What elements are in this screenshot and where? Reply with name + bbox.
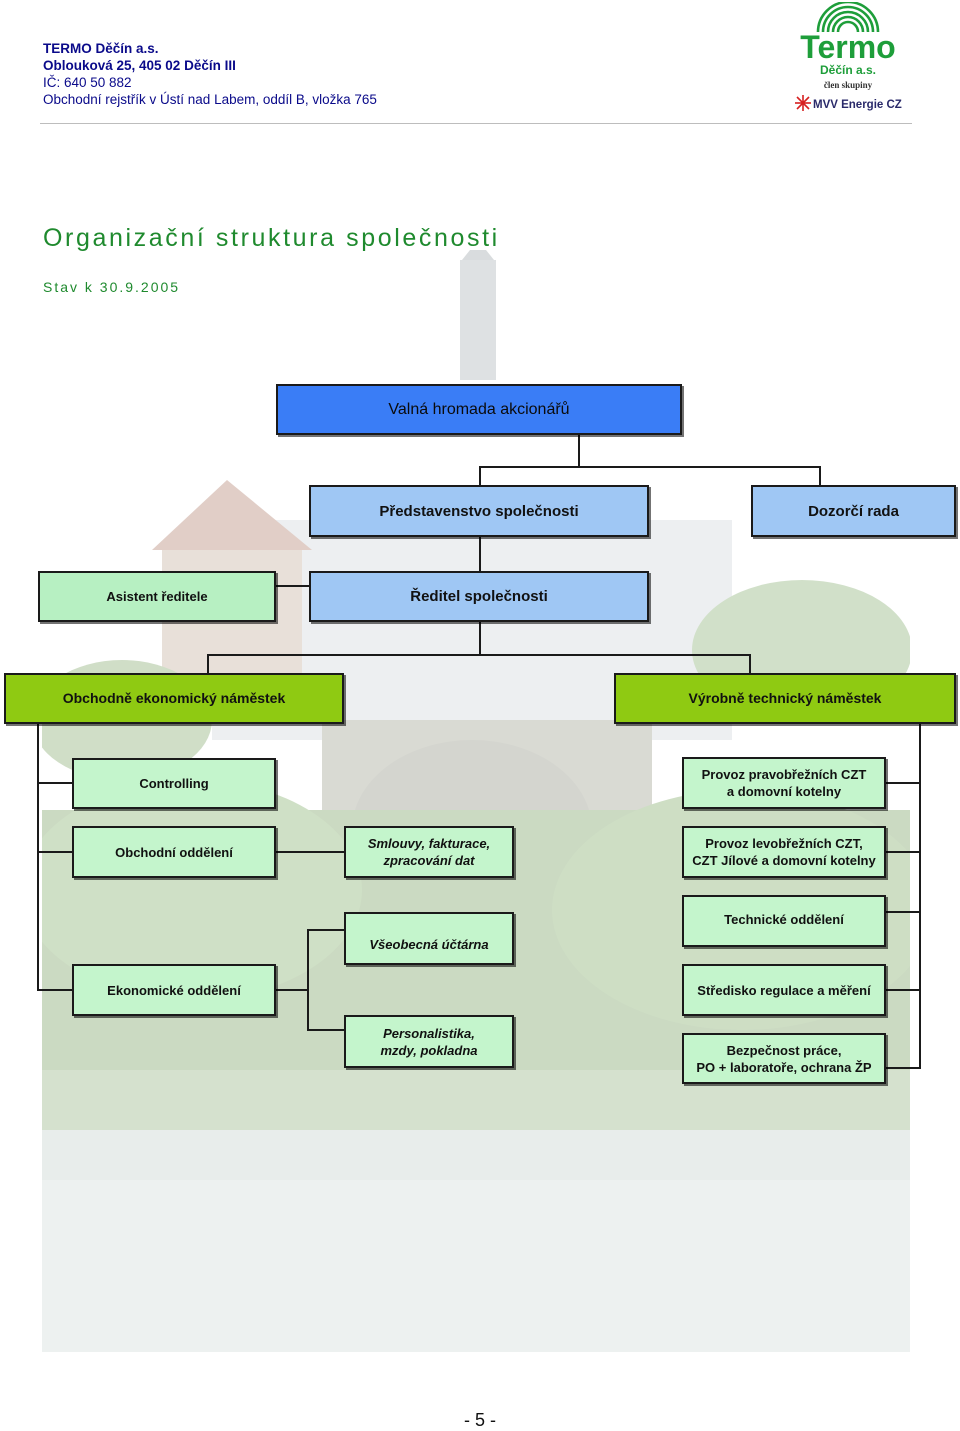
label-ucetarna: Všeobecná účtárna <box>369 937 489 952</box>
logo-member: člen skupiny <box>824 80 873 90</box>
box-vyrobne-technicky: Výrobně technický náměstek <box>614 673 956 724</box>
box-bezpecnost-prace: Bezpečnost práce, PO + laboratoře, ochra… <box>682 1033 886 1084</box>
box-personalistika: Personalistika, mzdy, pokladna <box>344 1015 514 1068</box>
box-obchodni-oddeleni: Obchodní oddělení <box>72 826 276 878</box>
company-address: Oblouková 25, 405 02 Děčín III <box>43 58 236 73</box>
company-registry: Obchodní rejstřík v Ústí nad Labem, oddí… <box>43 92 377 107</box>
logo-arcs-icon: Termo Děčín a.s. člen skupiny MVV Energi… <box>795 0 902 111</box>
company-header: TERMO Děčín a.s. Oblouková 25, 405 02 Dě… <box>43 40 377 108</box>
label-technicke-oddeleni: Technické oddělení <box>724 912 844 927</box>
mvv-star-icon <box>795 95 811 111</box>
label-valna-hromada: Valná hromada akcionářů <box>388 401 570 418</box>
label-bezpecnost-2: PO + laboratoře, ochrana ŽP <box>696 1059 872 1075</box>
label-stredisko-regulace: Středisko regulace a měření <box>697 982 871 998</box>
label-provoz-levo-2: CZT Jílové a domovní kotelny <box>692 853 876 868</box>
box-stredisko-regulace: Středisko regulace a měření <box>682 964 886 1016</box>
box-provoz-levobreznich: Provoz levobřežních CZT, CZT Jílové a do… <box>682 826 886 878</box>
label-predstavenstvo: Představenstvo společnosti <box>379 502 579 520</box>
page-subtitle: Stav k 30.9.2005 <box>43 279 181 295</box>
box-provoz-pravobreznich: Provoz pravobřežních CZT a domovní kotel… <box>682 757 886 809</box>
company-name: TERMO Děčín a.s. <box>43 41 159 56</box>
logo-word: Termo <box>800 29 895 65</box>
box-obchodne-ekonomicky: Obchodně ekonomický náměstek <box>4 673 344 724</box>
label-bezpecnost-1: Bezpečnost práce, <box>726 1042 842 1058</box>
box-ekonomicke-oddeleni: Ekonomické oddělení <box>72 964 276 1016</box>
label-controlling: Controlling <box>139 776 209 791</box>
box-smlouvy: Smlouvy, fakturace, zpracování dat <box>344 826 514 878</box>
label-smlouvy-2: zpracování dat <box>383 853 475 868</box>
label-vyrobne-technicky: Výrobně technický náměstek <box>688 690 882 706</box>
termo-logo: Termo Děčín a.s. člen skupiny MVV Energi… <box>784 0 912 114</box>
label-provoz-levo-1: Provoz levobřežních CZT, <box>705 836 863 851</box>
page-title: Organizační struktura společnosti <box>43 224 500 252</box>
label-reditel: Ředitel společnosti <box>410 588 548 605</box>
label-ekonomicke-oddeleni: Ekonomické oddělení <box>107 982 241 998</box>
label-provoz-pravo-1: Provoz pravobřežních CZT <box>701 767 867 782</box>
company-ic: IČ: 640 50 882 <box>43 75 132 90</box>
box-reditel: Ředitel společnosti <box>309 571 649 622</box>
label-obchodni-oddeleni: Obchodní oddělení <box>115 844 233 860</box>
logo-group: MVV Energie CZ <box>813 99 902 111</box>
label-obchodne-ekonomicky: Obchodně ekonomický náměstek <box>62 690 286 706</box>
box-technicke-oddeleni: Technické oddělení <box>682 895 886 947</box>
box-controlling: Controlling <box>72 758 276 809</box>
label-asistent-reditele: Asistent ředitele <box>106 589 208 604</box>
box-asistent-reditele: Asistent ředitele <box>38 571 276 622</box>
page-number: - 5 - <box>463 1410 496 1430</box>
box-ucetarna: Všeobecná účtárna <box>344 912 514 965</box>
logo-subword: Děčín a.s. <box>820 63 876 77</box>
box-valna-hromada: Valná hromada akcionářů <box>276 384 682 435</box>
label-personalistika-2: mzdy, pokladna <box>380 1042 478 1058</box>
label-smlouvy-1: Smlouvy, fakturace, <box>367 836 491 851</box>
label-personalistika-1: Personalistika, <box>383 1025 475 1041</box>
label-dozorci-rada: Dozorčí rada <box>808 502 899 520</box>
box-dozorci-rada: Dozorčí rada <box>751 485 956 537</box>
box-predstavenstvo: Představenstvo společnosti <box>309 485 649 537</box>
label-provoz-pravo-2: a domovní kotelny <box>726 784 842 799</box>
header-divider <box>40 123 912 124</box>
